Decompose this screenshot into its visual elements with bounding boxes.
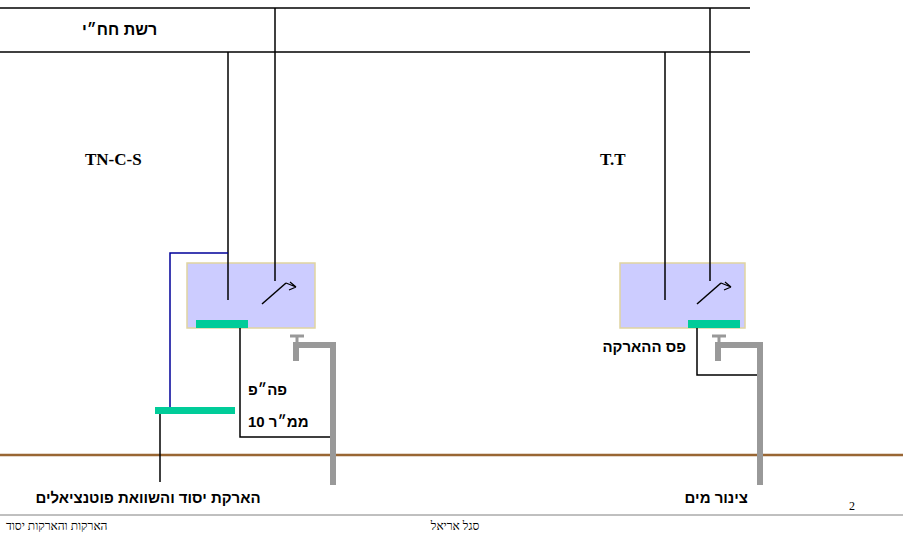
switch-symbol: [721, 282, 731, 290]
switch-symbol: [262, 283, 286, 304]
foundation-earth-wire: [159, 414, 161, 482]
pen-wire: [170, 253, 228, 408]
house-shape: [80, 95, 392, 455]
house: TN-C-S: [80, 95, 392, 455]
earth-bar-label: פס ההארקה: [602, 338, 686, 355]
supply-wire: [709, 8, 711, 281]
switch-symbol: [697, 283, 721, 304]
page-number: 2: [849, 499, 855, 514]
grid-line: [0, 51, 750, 53]
house-wall: [545, 243, 825, 455]
system-type: TN-C-S: [85, 150, 142, 170]
network-label: רשת חח״י: [82, 21, 157, 39]
system-type: T.T: [600, 150, 626, 170]
supply-wire: [274, 8, 276, 281]
earth-bar: [688, 320, 740, 328]
ground-line: [0, 454, 903, 457]
equipotential-bar: [155, 407, 235, 414]
supply-wire: [227, 52, 229, 300]
footer-rule: [0, 515, 903, 516]
pipe-label: צינור מים: [685, 489, 748, 506]
tap-handle: [712, 336, 726, 344]
earth-bar: [196, 320, 248, 328]
tap-handle: [290, 336, 304, 344]
water-pipe: [718, 345, 760, 485]
wire-size-label: ממ״ר 10: [248, 413, 309, 430]
earthing-label: הארקת יסוד והשוואת פוטנציאלים: [35, 489, 260, 506]
distribution-panel: [620, 263, 745, 328]
footer-author: סגל אריאל: [431, 519, 479, 534]
bar-label: פה״פ: [248, 381, 287, 398]
distribution-panel: [187, 263, 315, 328]
supply-wire: [664, 52, 666, 300]
house-roof: [80, 95, 390, 243]
house-shape: [515, 95, 855, 455]
footer-title: הארקות והארקות יסוד: [6, 519, 108, 534]
house: T.T: [515, 95, 855, 455]
house-roof: [515, 95, 855, 243]
house-wall: [115, 243, 392, 455]
switch-symbol: [286, 282, 296, 290]
bonding-wire: [697, 328, 758, 375]
grid-line: [0, 7, 750, 9]
